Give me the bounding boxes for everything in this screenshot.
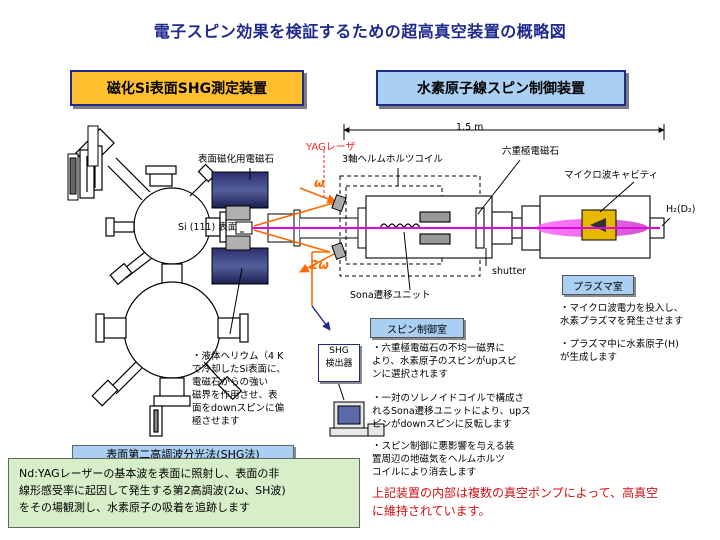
computer-icon — [329, 401, 385, 437]
microwave-cavity — [581, 209, 617, 241]
spin-note-1: ・六重極電磁石の不均一磁界に より、水素原子のスピンがupスピ ンに選択されます — [372, 343, 517, 380]
helium-note: ・液体ヘリウム（4 K で冷却したSi表面に、 電磁石からの強い 磁界を作用させ… — [192, 351, 286, 427]
si111-label: Si (111) 表面 — [178, 222, 238, 233]
sona-coil — [379, 223, 421, 230]
spin-note-2: ・一対のソレノイドコイルで構成さ れるSona遷移ユニットにより、upス ピンが… — [372, 393, 531, 430]
page-title: 電子スピン効果を検証するための超高真空装置の概略図 — [153, 22, 567, 41]
header-right: 水素原子線スピン制御装置 — [376, 70, 626, 106]
surface-magnet — [211, 171, 269, 285]
microwave-label: マイクロ波キャビティ — [564, 170, 659, 181]
shg-detector: SHG 検出器 — [318, 344, 360, 382]
helmholtz-label: 3軸ヘルムホルツコイル — [342, 154, 443, 165]
two-omega-label: 2ω — [310, 258, 329, 272]
shutter-label: shutter — [492, 266, 527, 277]
sona-label: Sona遷移ユニット — [350, 290, 431, 301]
h2-label: H₂(D₂) — [666, 204, 696, 215]
hexapole-label: 六重極電磁石 — [502, 146, 560, 157]
spin-note-3: ・スピン制御に悪影響を与える装 置周辺の地磁気をヘルムホルツ コイルにより消去し… — [372, 441, 515, 478]
header-left: 磁化Si表面SHG測定装置 — [70, 70, 304, 106]
omega-label: ω — [314, 176, 325, 190]
cryostat-left — [67, 125, 99, 201]
plasma-note-2: ・プラズマ中に水素原子(H) が生成します — [560, 339, 679, 363]
lower-chamber — [91, 281, 249, 437]
spin-room-tag: スピン制御室 — [370, 318, 464, 338]
surface-magnet-label: 表面磁化用電磁石 — [198, 154, 275, 165]
plasma-note-1: ・マイクロ波電力を投入し、 水素プラズマを発生させます — [560, 303, 684, 327]
plasma-room-tag: プラズマ室 — [562, 275, 634, 295]
shg-method-description: Nd:YAGレーザーの基本波を表面に照射し、表面の非 線形感受率に起因して発生す… — [8, 458, 360, 528]
vacuum-note: 上記装置の内部は複数の真空ポンプによって、高真空 に維持されています。 — [372, 486, 659, 518]
yag-label: YAGレーザ — [306, 142, 356, 153]
length-label: 1.5 m — [456, 122, 484, 133]
